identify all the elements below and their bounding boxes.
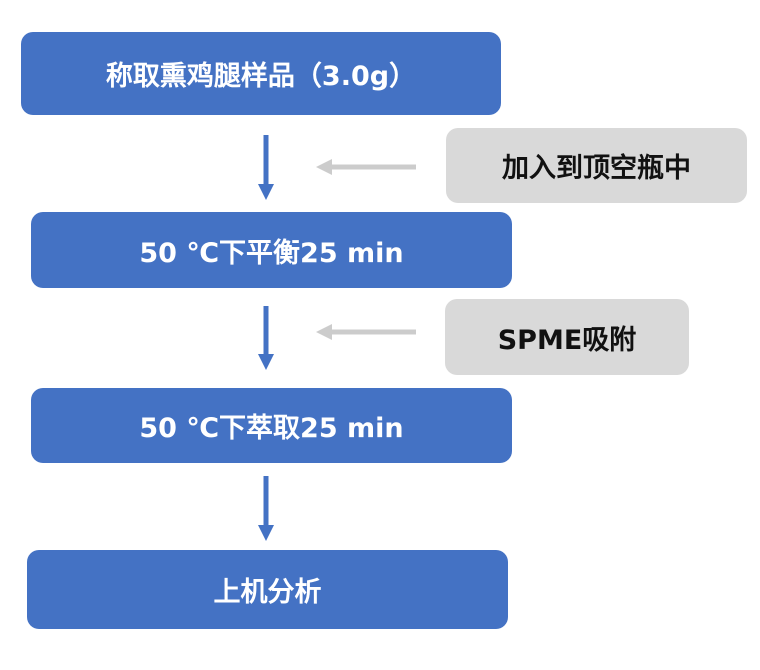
step-weigh-sample: 称取熏鸡腿样品（3.0g）	[21, 32, 501, 115]
step-weigh-sample-label: 称取熏鸡腿样品（3.0g）	[105, 61, 417, 92]
side-input-vial: 加入到顶空瓶中	[446, 128, 747, 203]
step-extract-label: 50 ℃下萃取25 min	[139, 413, 404, 444]
step-analyze: 上机分析	[27, 550, 508, 629]
side-input-vial-label: 加入到顶空瓶中	[502, 153, 691, 184]
side-input-spme: SPME吸附	[445, 299, 689, 375]
step-equilibrate-label: 50 ℃下平衡25 min	[139, 237, 404, 269]
step-analyze-label: 上机分析	[213, 577, 322, 608]
step-extract: 50 ℃下萃取25 min	[31, 388, 512, 463]
side-input-spme-label: SPME吸附	[497, 324, 637, 356]
step-equilibrate: 50 ℃下平衡25 min	[31, 212, 512, 288]
